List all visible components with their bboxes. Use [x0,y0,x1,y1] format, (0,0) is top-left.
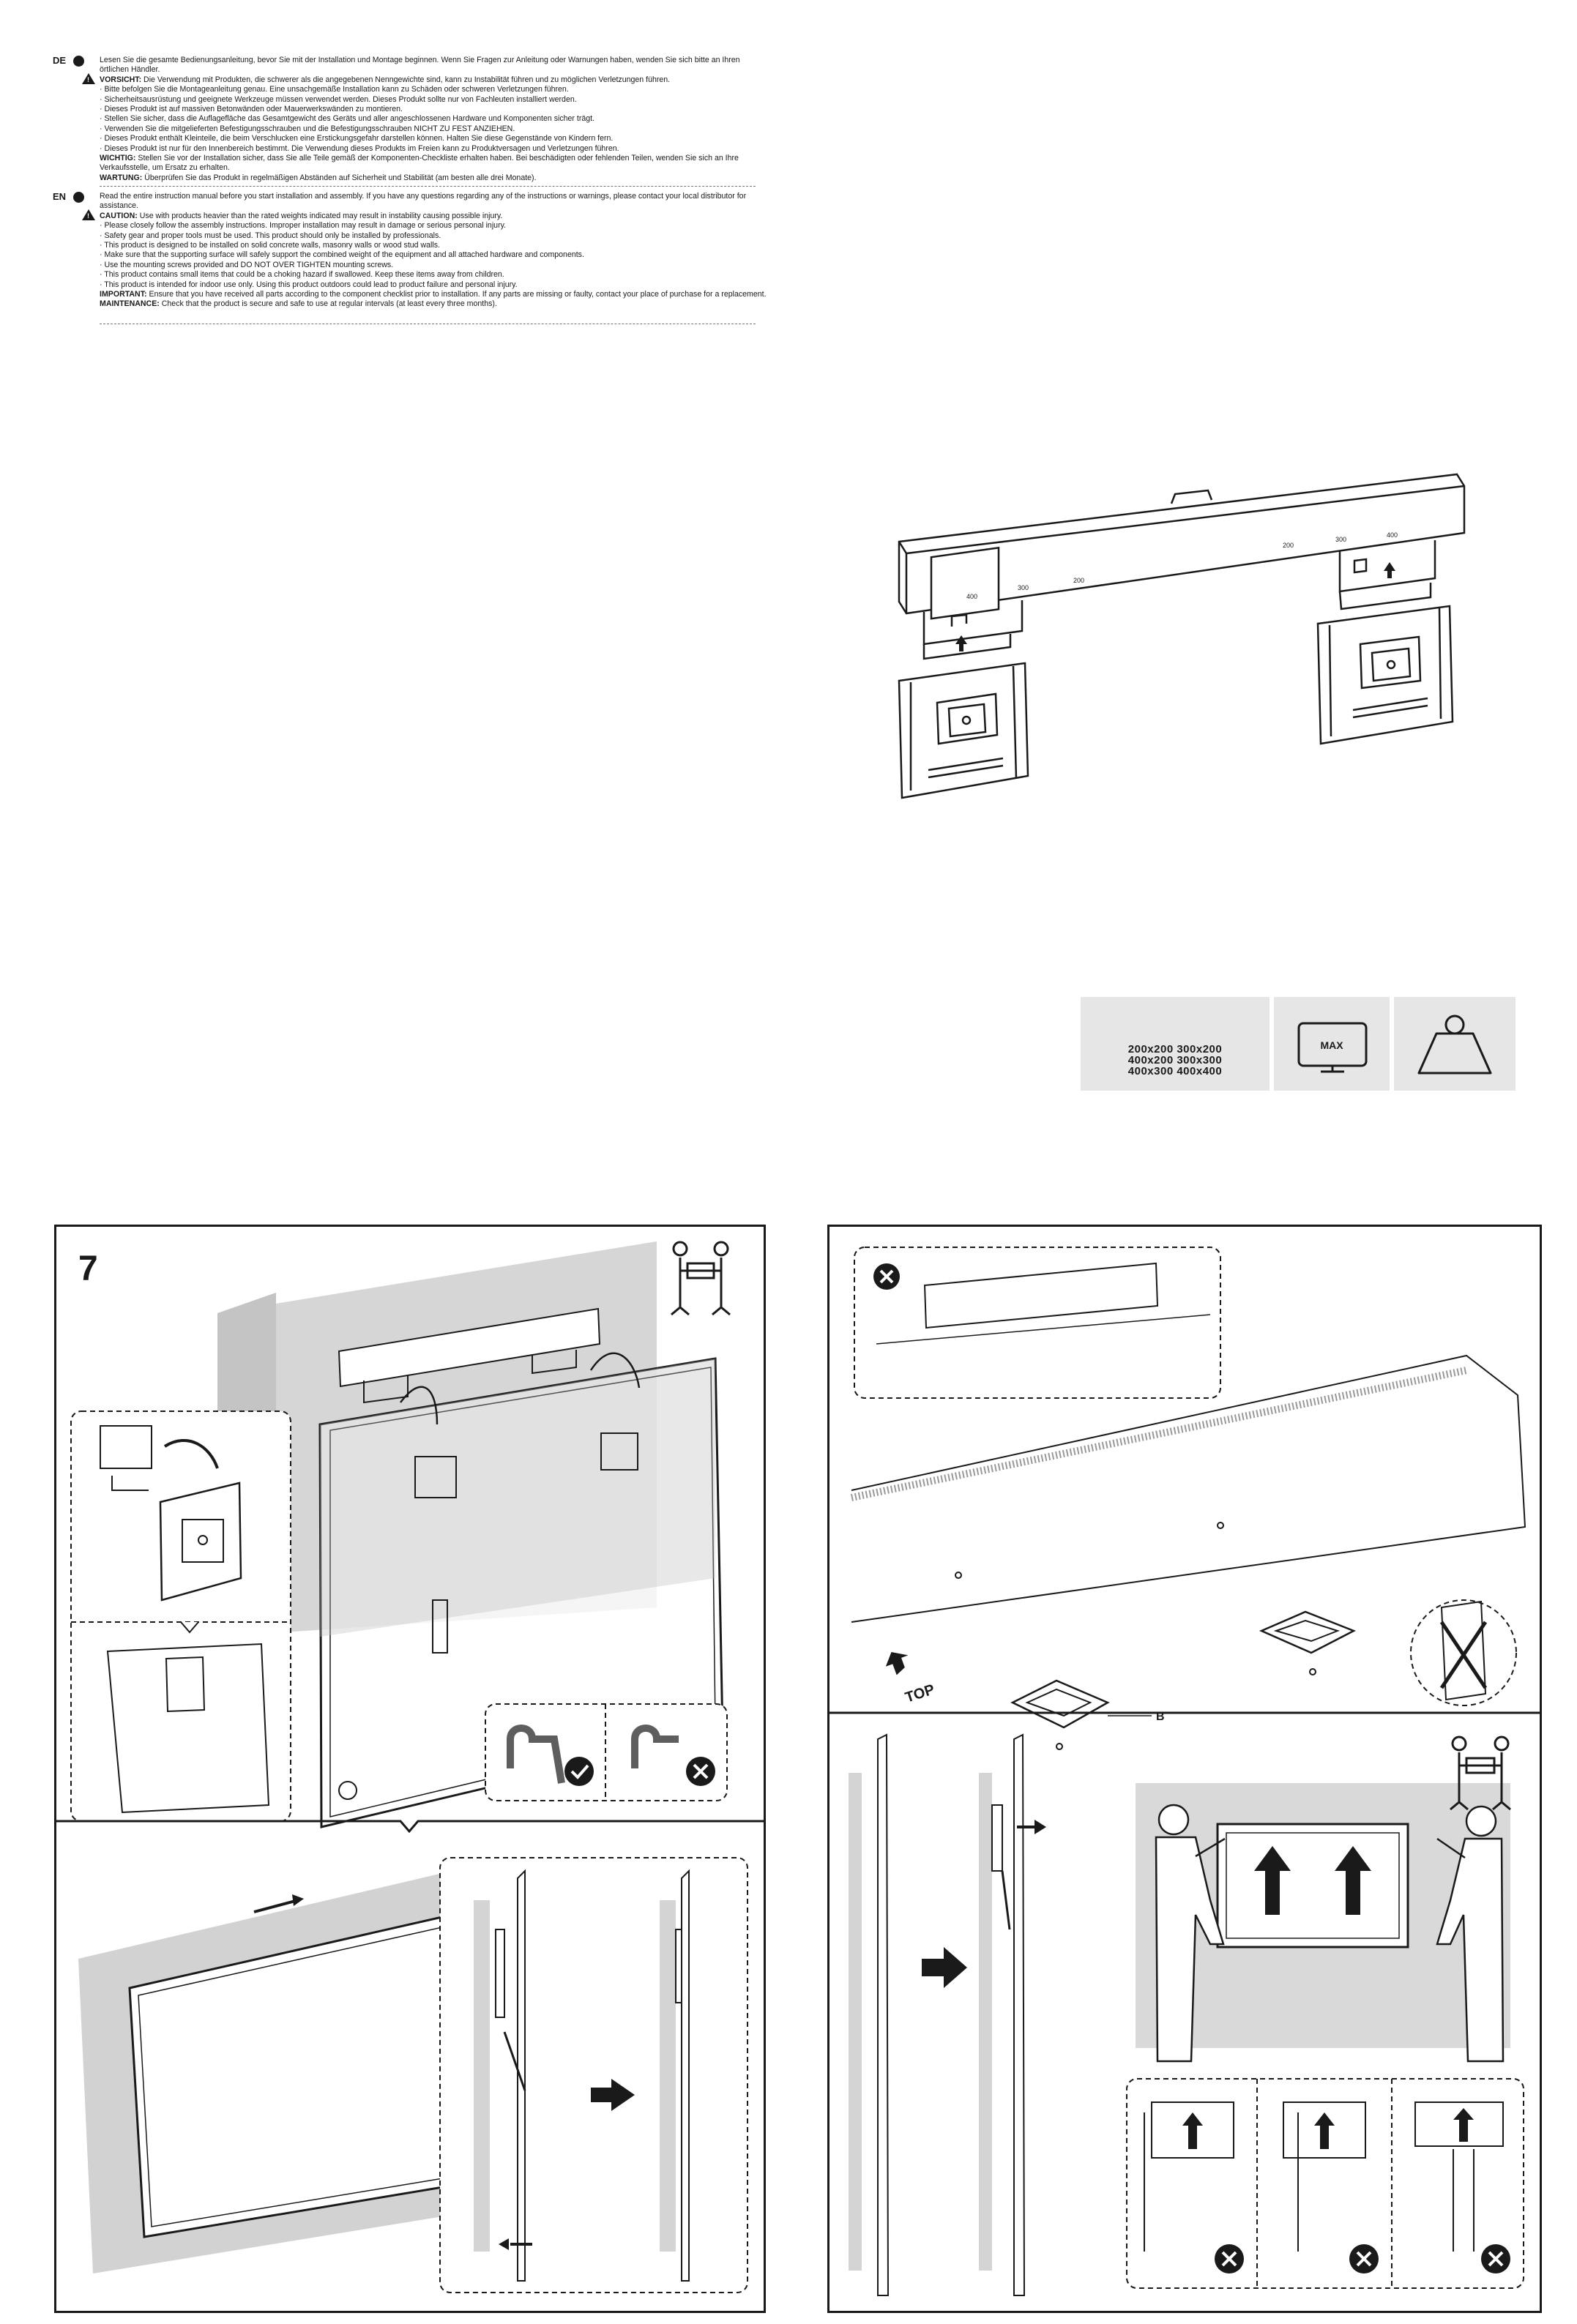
cross-icon [1481,2244,1510,2273]
de-maintenance: WARTUNG: Überprüfen Sie das Produkt in r… [100,173,537,182]
cross-icon [686,1757,715,1786]
de-important: WICHTIG: Stellen Sie vor der Installatio… [100,154,739,173]
de-section: DE Lesen Sie die gesamte Bedienungsanlei… [53,56,770,195]
de-bullet: · Dieses Produkt ist auf massiven Betonw… [100,105,403,114]
cross-icon [873,1263,900,1290]
en-language-code: EN [53,191,67,202]
vesa-line: 400x300 400x400 [1127,1065,1223,1077]
language-badge-icon [73,56,84,67]
de-bullet: · Stellen Sie sicher, dass die Auflagefl… [100,114,595,124]
mark-200-left: 200 [1073,577,1084,584]
en-section: EN Read the entire instruction manual be… [53,192,770,331]
step-7-detail-panel: B TOP [827,1225,1542,2313]
en-important: IMPORTANT: Ensure that you have received… [100,290,767,299]
de-bullet: · Dieses Produkt enthält Kleinteile, die… [100,134,614,143]
en-maintenance: MAINTENANCE: Check that the product is s… [100,299,497,309]
en-bullet: · Please closely follow the assembly ins… [100,221,507,231]
tv-max-icon [1297,1022,1368,1073]
weight-icon [1417,1015,1492,1075]
bracket-illustration: 400 300 200 200 300 400 [898,473,1466,799]
language-badge-icon [73,192,84,203]
en-bullet: · This product is designed to be install… [100,241,440,250]
en-text: Read the entire instruction manual befor… [100,192,770,310]
step-7-illustration [56,1241,764,2293]
en-intro: Read the entire instruction manual befor… [100,192,747,211]
mark-400-right: 400 [1387,531,1398,539]
de-intro: Lesen Sie die gesamte Bedienungsanleitun… [100,56,740,75]
mark-300-right: 300 [1335,536,1346,543]
weight-box [1394,997,1516,1091]
en-bullet: · Make sure that the supporting surface … [100,250,584,260]
max-size-box: MAX [1274,997,1390,1091]
two-person-icon [671,1241,731,1316]
de-bullet: · Bitte befolgen Sie die Montageanleitun… [100,85,569,94]
step-number: 7 [78,1249,98,1288]
mark-300-left: 300 [1018,584,1029,591]
en-bullet: · This product is intended for indoor us… [100,280,518,289]
mark-200-right: 200 [1283,542,1294,549]
vesa-line: 200x200 300x200 [1127,1043,1223,1055]
vesa-spec-box: 200x200 300x200 400x200 300x300 400x300 … [1081,997,1270,1091]
en-bullet: · Safety gear and proper tools must be u… [100,231,441,240]
mark-400-left: 400 [966,593,977,600]
arrow-icon [885,1651,909,1675]
check-icon [564,1757,594,1786]
de-language-code: DE [53,55,67,66]
de-caution: VORSICHT: Die Verwendung mit Produkten, … [100,75,671,84]
step-7-panel: 7 [54,1225,766,2313]
section-divider [100,186,756,187]
de-bullet: · Sicherheitsausrüstung und geeignete We… [100,94,577,104]
warning-icon [82,73,95,85]
cross-icon [1215,2244,1244,2273]
en-bullet: · Use the mounting screws provided and D… [100,260,394,269]
vesa-line: 400x200 300x300 [1127,1054,1223,1066]
two-person-icon [1450,1735,1511,1811]
en-caution: CAUTION: Use with products heavier than … [100,211,503,220]
tv-back-illustration: B TOP [829,1247,1540,2296]
de-text: Lesen Sie die gesamte Bedienungsanleitun… [100,56,770,183]
part-label-b: B [1156,1711,1165,1723]
de-bullet: · Verwenden Sie die mitgelieferten Befes… [100,124,515,133]
en-bullet: · This product contains small items that… [100,270,504,280]
top-label: TOP [903,1681,937,1706]
warning-icon [82,209,95,221]
cross-icon [1349,2244,1379,2273]
de-bullet: · Dieses Produkt ist nur für den Innenbe… [100,143,619,153]
max-label: MAX [1320,1039,1343,1051]
